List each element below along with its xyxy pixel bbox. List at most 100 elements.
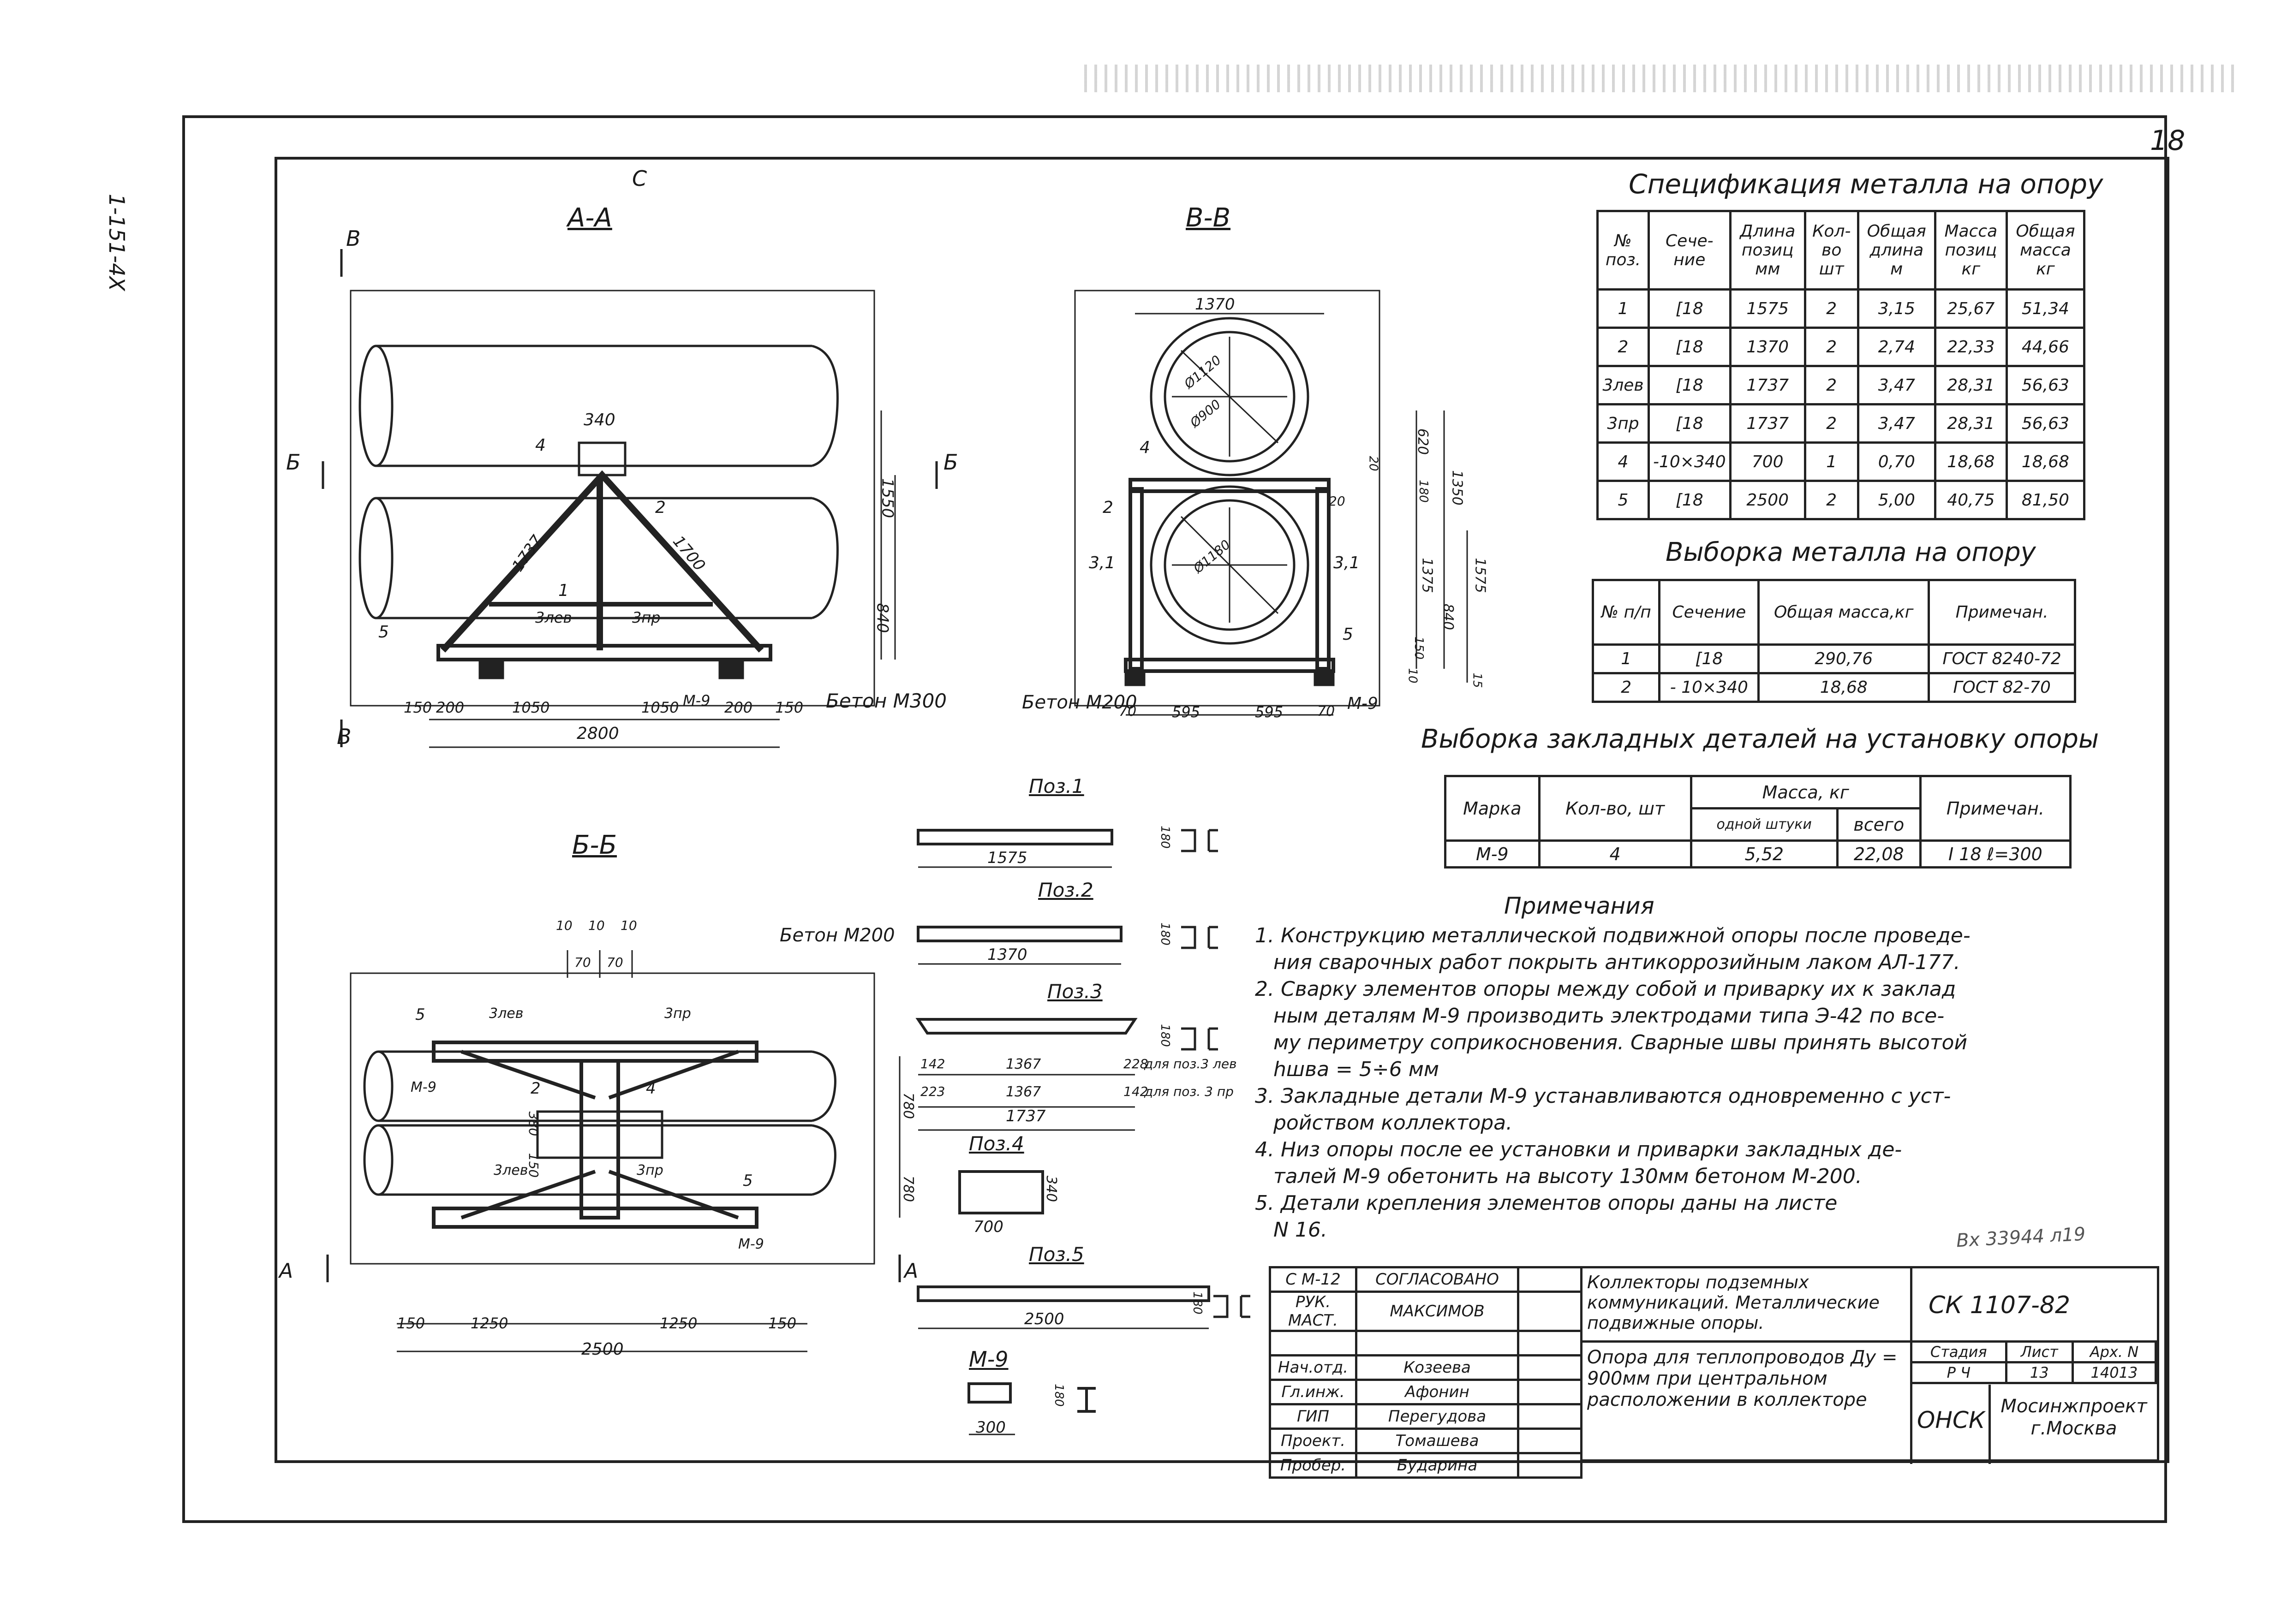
signature-cell (1517, 1428, 1582, 1454)
aa-label: 2 (655, 498, 666, 517)
cell: 56,63 (2005, 365, 2086, 405)
cell: ГОСТ 82-70 (1928, 672, 2076, 703)
aa-m9-right (718, 658, 744, 679)
cell: 2 (1803, 403, 1859, 444)
cell: - 10×340 (1658, 672, 1760, 703)
bb-label: М-9 (1347, 694, 1378, 713)
cell: 2,74 (1857, 327, 1936, 367)
bbp-dim: 2500 (581, 1340, 624, 1359)
aa-pos5 (436, 644, 772, 661)
cell: 2 (1591, 672, 1661, 703)
cell: 5 (1596, 480, 1650, 520)
sheet-label: Лист (2005, 1340, 2074, 1363)
pos3-row: 142 (1123, 1084, 1148, 1099)
bbp-label: Бетон М200 (780, 925, 895, 946)
cell: 2 (1803, 327, 1859, 367)
aa-label: 3лев (535, 609, 572, 626)
pos3-shape (915, 1018, 1138, 1035)
aa-dim: 1050 (512, 699, 550, 716)
pos4-length: 700 (973, 1218, 1003, 1236)
stamp-project-title: Коллекторы подземных коммуникаций. Метал… (1587, 1272, 1880, 1333)
bbp-label: М-9 (411, 1079, 436, 1095)
embedded-header: Масса, кг (1690, 775, 1922, 809)
pos1-shape (917, 829, 1113, 845)
cell: 3,15 (1857, 288, 1936, 329)
pos2-title: Поз.2 (1038, 879, 1093, 901)
pos1-length: 1575 (987, 849, 1027, 867)
spec-header: Длина позиц мм (1729, 210, 1806, 291)
pos3-row: 142 (920, 1056, 945, 1071)
signature-cell (1517, 1266, 1582, 1293)
aa-dim: 150 (404, 699, 432, 716)
scan-noise (1084, 65, 2238, 92)
bb-dim: 150 (1411, 637, 1426, 660)
bb-pipe-bottom (1150, 485, 1309, 645)
aa-pipe-bottom (358, 497, 839, 619)
stamp-role (1269, 1330, 1357, 1356)
stamp-role: РУК. МАСТ. (1269, 1291, 1357, 1332)
aa-dim: 2800 (577, 724, 619, 743)
cell: 28,31 (1934, 403, 2008, 444)
bbp-label: 3лев (489, 1005, 524, 1022)
m9-title: М-9 (969, 1347, 1009, 1372)
cell: 2 (1803, 288, 1859, 329)
stamp-person: Перегудова (1355, 1403, 1519, 1430)
notes-list: 1. Конструкцию металлической подвижной о… (1255, 922, 2159, 1243)
bbp-dim: 70 (607, 955, 623, 970)
cell: 1 (1596, 288, 1650, 329)
cell: 5,52 (1690, 839, 1839, 869)
signature-cell (1517, 1379, 1582, 1405)
cell: 18,68 (1757, 672, 1930, 703)
stamp-role: Гл.инж. (1269, 1379, 1357, 1405)
cell: 3лев (1596, 365, 1650, 405)
note-line: ния сварочных работ покрыть антикоррозий… (1273, 951, 1960, 974)
bbp-pipe-bottom (363, 1124, 836, 1196)
bb-dim: 1350 (1449, 470, 1465, 506)
cell: 1575 (1729, 288, 1806, 329)
aa-dim: 1050 (641, 699, 679, 716)
bb-right-post (1315, 487, 1331, 671)
stamp-row: Гл.инж.Афонин (1269, 1379, 1582, 1405)
cell: [18 (1647, 288, 1732, 329)
bb-dim: 10 (1405, 668, 1420, 684)
cell: [18 (1658, 643, 1760, 674)
metal-selection-table: № п/п Сечение Общая масса,кг Примечан. 1… (1591, 579, 2076, 703)
signature-cell (1517, 1354, 1582, 1381)
bb-dim: 15 (1470, 672, 1484, 688)
bbp-dim: 780 (900, 1092, 917, 1119)
stamp-role: С М-12 (1269, 1266, 1357, 1293)
note-line: му периметру соприкосновения. Сварные шв… (1273, 1031, 1968, 1054)
cell: 1 (1591, 643, 1661, 674)
bbp-pos4 (536, 1110, 663, 1159)
aa-dim: 200 (436, 699, 465, 716)
bbp-pipe-top (363, 1050, 836, 1122)
bb-top-beam (1129, 478, 1331, 493)
aa-cut-label: Б (943, 450, 958, 475)
bbp-dim: 150 (526, 1153, 542, 1178)
embedded-subheader: одной штуки (1690, 807, 1839, 842)
bb-label: Бетон М200 (1022, 692, 1137, 713)
cell: 4 (1538, 839, 1692, 869)
cell: 2 (1803, 480, 1859, 520)
aa-label: 1 (558, 581, 569, 600)
notes-title: Примечания (1504, 892, 1654, 919)
bbp-dim: 10 (621, 918, 637, 933)
bbp-label: 5 (415, 1005, 425, 1024)
pos5-length: 2500 (1024, 1310, 1064, 1328)
view-aa-title: А-А (567, 203, 612, 233)
stamp-row: РУК. МАСТ.МАКСИМОВ (1269, 1291, 1582, 1332)
cell: 18,68 (2005, 441, 2086, 482)
metal-header: Сечение (1658, 579, 1760, 646)
cell: 3пр (1596, 403, 1650, 444)
stamp-code: СК 1107-82 (1929, 1291, 2071, 1319)
m9-length: 300 (976, 1418, 1006, 1437)
spec-header: № поз. (1596, 210, 1650, 291)
stamp-person: Афонин (1355, 1379, 1519, 1405)
pos5-title: Поз.5 (1029, 1243, 1084, 1266)
stamp-role: Пробер. (1269, 1452, 1357, 1479)
cell: 700 (1729, 441, 1806, 482)
